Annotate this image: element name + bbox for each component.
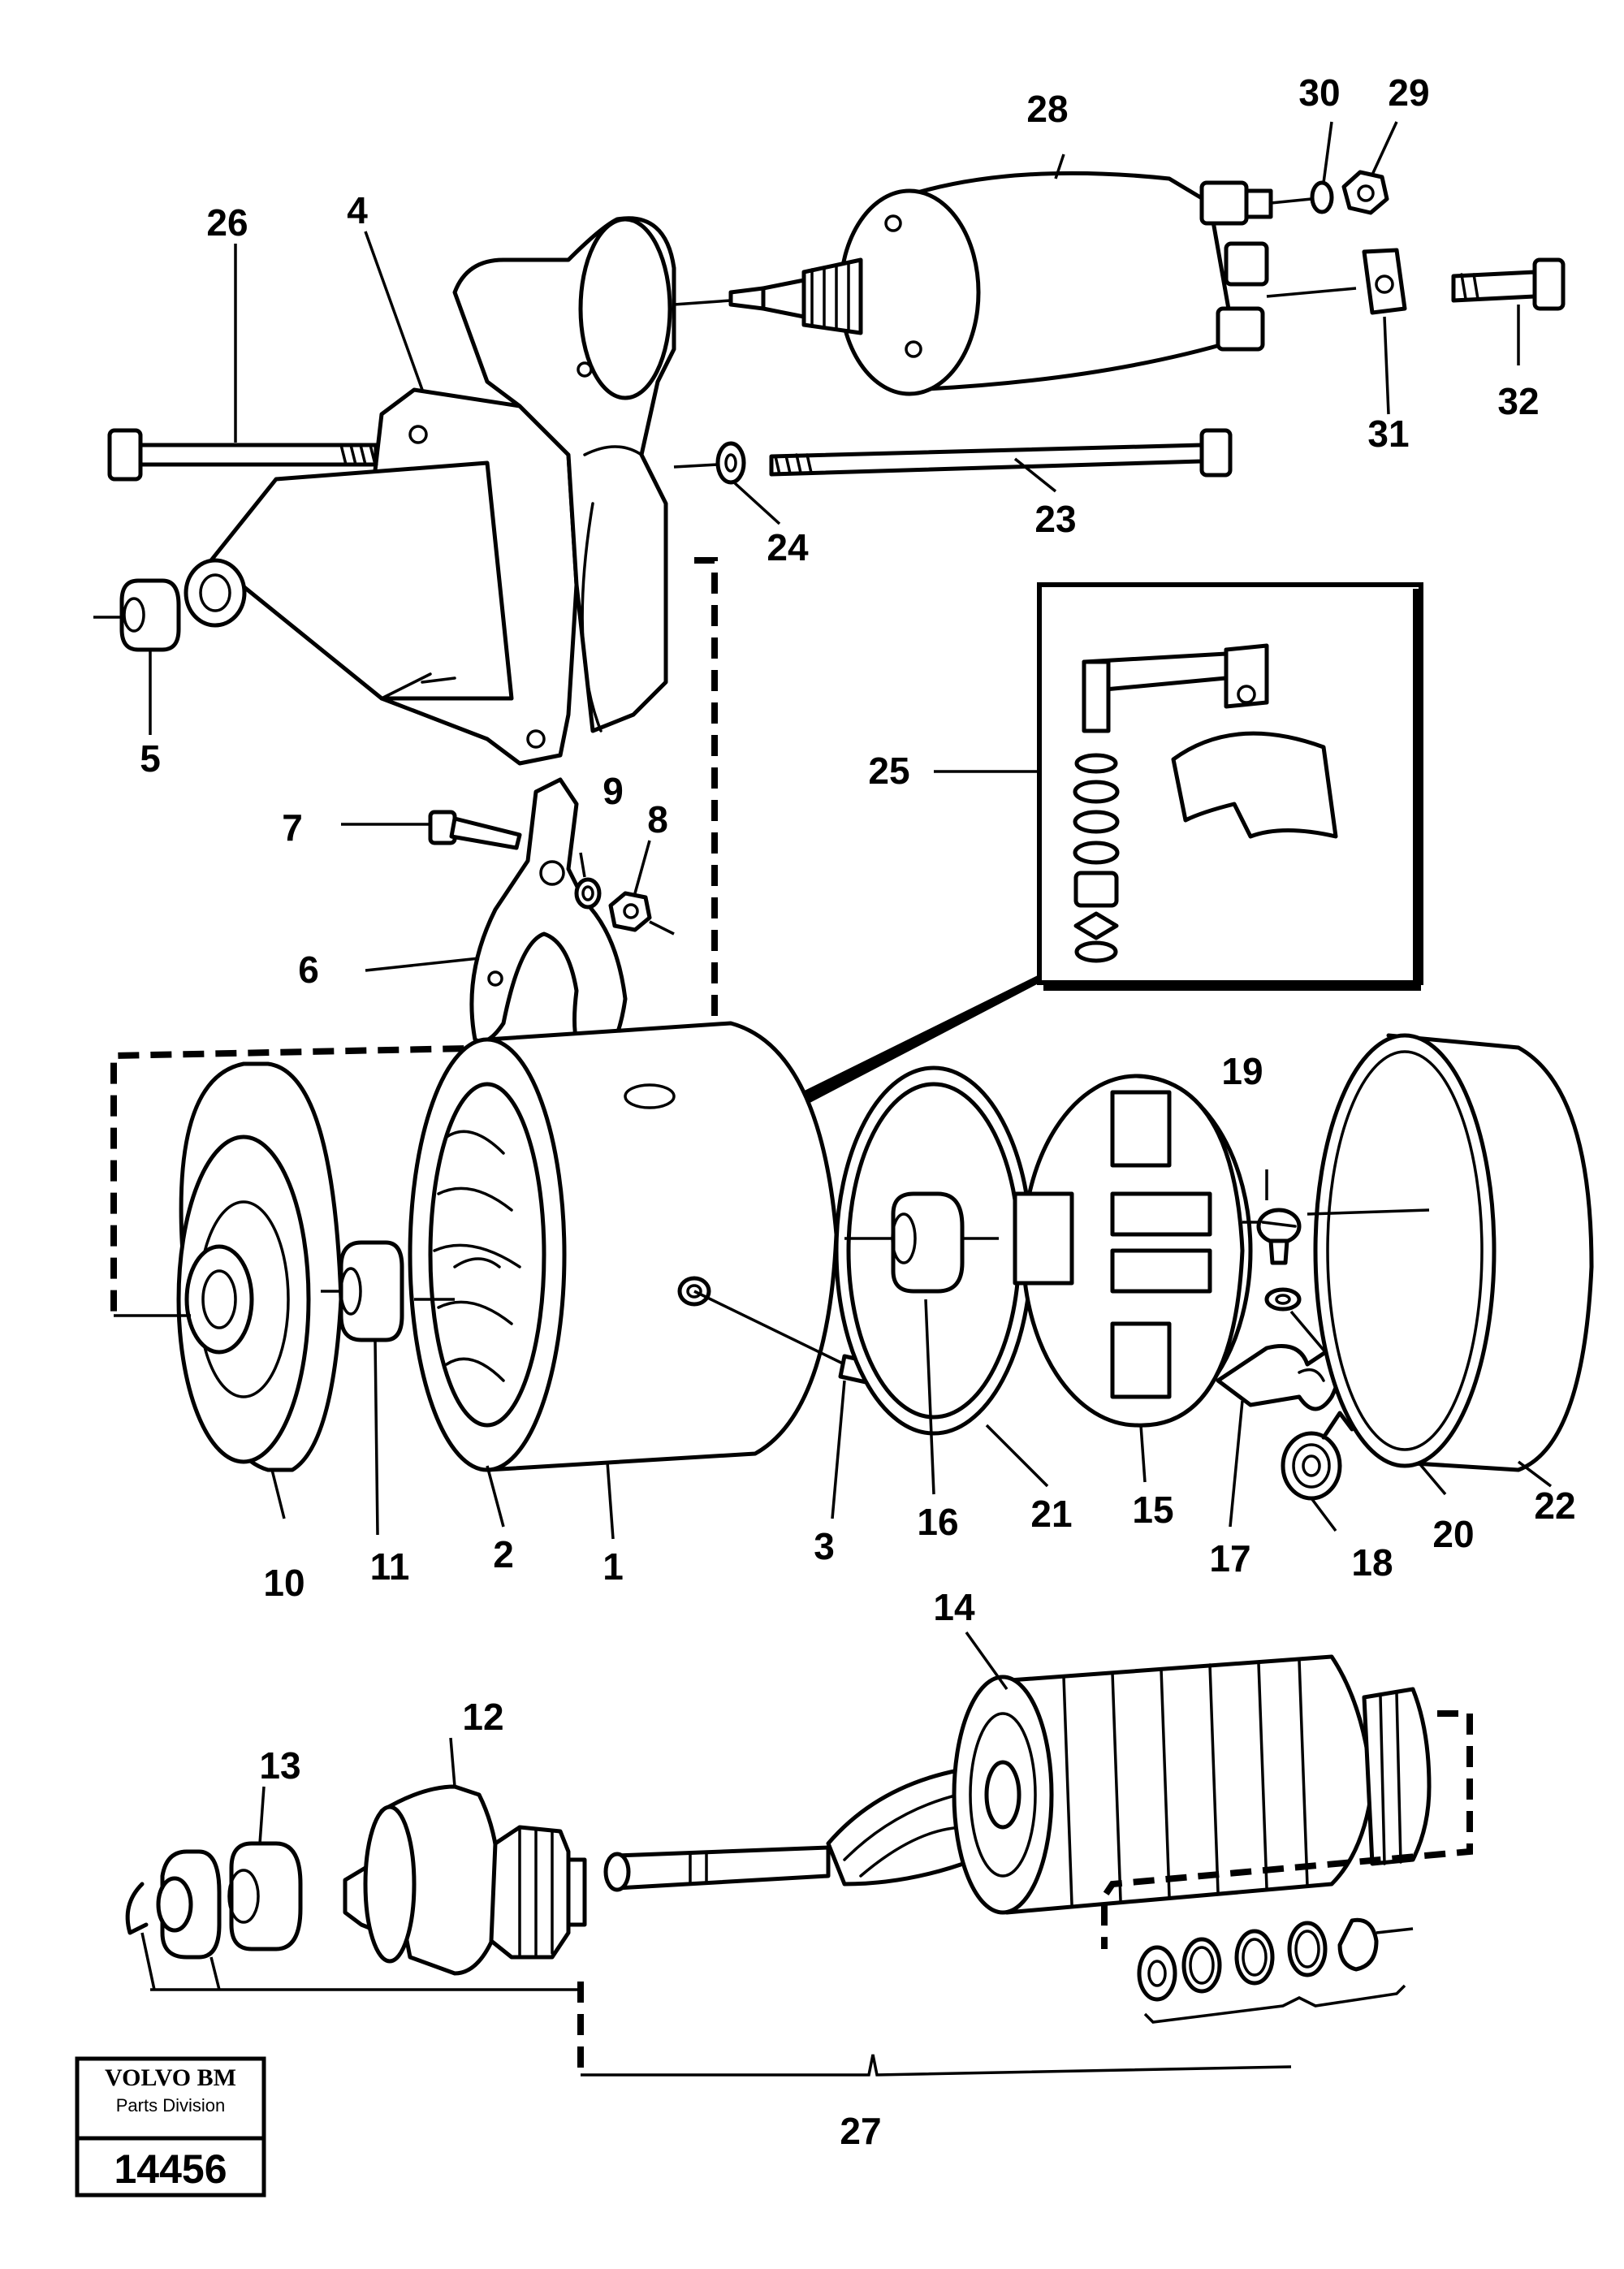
- label-6: 6: [298, 949, 319, 991]
- volvo-bm-logo: VOLVO BM Parts Division 14456: [75, 2056, 266, 2198]
- label-18: 18: [1351, 1541, 1393, 1584]
- bolt-32: [1451, 257, 1566, 311]
- stop-ring: [156, 1849, 222, 1960]
- screw-19: [1256, 1169, 1302, 1265]
- label-30: 30: [1298, 71, 1340, 114]
- label-16: 16: [917, 1501, 958, 1543]
- logo-brand: VOLVO BM: [105, 2064, 236, 2091]
- through-bolt-23: [673, 428, 1233, 478]
- bushing-16: [844, 1191, 999, 1294]
- label-28: 28: [1026, 88, 1068, 130]
- label-20: 20: [1432, 1513, 1474, 1555]
- logo-division: Parts Division: [116, 2095, 225, 2116]
- washer-30: [1310, 180, 1334, 214]
- label-29: 29: [1388, 71, 1429, 114]
- nut-8: [608, 891, 675, 936]
- label-12: 12: [462, 1696, 503, 1738]
- nut-29: [1341, 170, 1389, 215]
- leader-lines: [149, 121, 1520, 1844]
- clip-31: [1362, 248, 1407, 315]
- armature-14: [603, 1631, 1432, 1915]
- snap-ring: [125, 1882, 149, 1935]
- drive-end-housing: [184, 216, 676, 766]
- end-shield-10: [114, 1061, 343, 1472]
- pinion-drive-12: [343, 1784, 587, 1976]
- label-5: 5: [140, 737, 161, 780]
- label-8: 8: [647, 798, 668, 841]
- label-27: 27: [840, 2110, 881, 2152]
- label-22: 22: [1534, 1485, 1575, 1527]
- label-10: 10: [263, 1562, 304, 1604]
- bushing-11: [321, 1240, 404, 1342]
- label-11: 11: [370, 1545, 410, 1588]
- label-23: 23: [1034, 498, 1076, 540]
- label-19: 19: [1221, 1050, 1263, 1092]
- label-24: 24: [767, 526, 809, 568]
- label-7: 7: [282, 806, 303, 849]
- label-13: 13: [259, 1744, 300, 1787]
- label-2: 2: [493, 1533, 514, 1575]
- cover-band-22: [1307, 1033, 1594, 1488]
- logo-code: 14456: [114, 2146, 227, 2192]
- label-4: 4: [347, 189, 368, 231]
- pole-housing-1: [408, 1021, 845, 1472]
- label-25: 25: [868, 750, 909, 792]
- washer-24: [715, 441, 746, 485]
- label-17: 17: [1209, 1537, 1250, 1580]
- brush-holder-15: [1013, 1074, 1275, 1428]
- shift-fork-6: [469, 777, 628, 1066]
- through-bolt-26: [107, 428, 378, 482]
- bolt-7: [341, 810, 522, 850]
- label-9: 9: [603, 770, 624, 812]
- spring-18: [1281, 1411, 1354, 1501]
- label-14: 14: [933, 1586, 975, 1628]
- bushing-5: [93, 578, 181, 652]
- label-3: 3: [814, 1525, 835, 1567]
- armature-washer-set: [1137, 1917, 1414, 2024]
- label-32: 32: [1497, 380, 1539, 422]
- solenoid-28: [673, 171, 1357, 396]
- bushing-13: [227, 1841, 303, 1951]
- label-26: 26: [206, 201, 248, 244]
- washer-9: [574, 877, 602, 910]
- label-21: 21: [1030, 1493, 1072, 1535]
- label-1: 1: [603, 1545, 624, 1588]
- label-15: 15: [1132, 1489, 1173, 1531]
- label-31: 31: [1367, 413, 1409, 455]
